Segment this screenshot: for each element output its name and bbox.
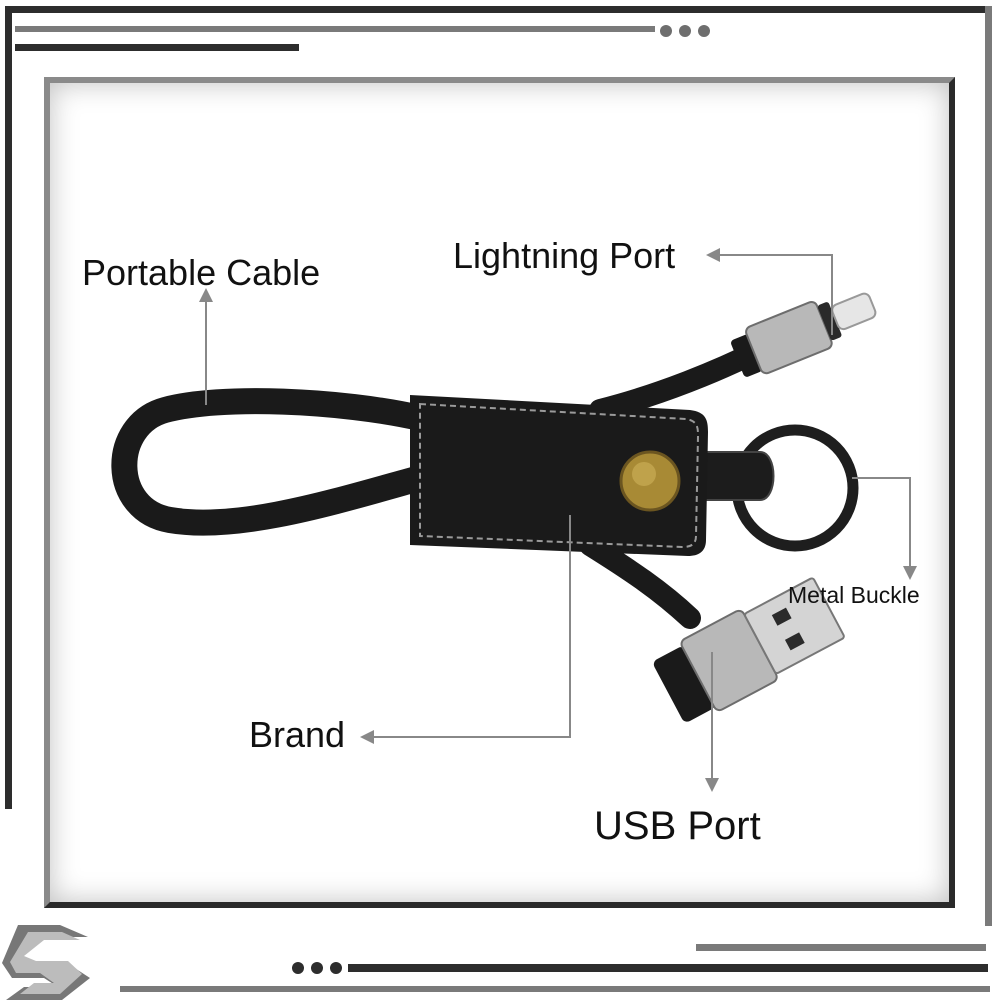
frame-top-bar	[5, 6, 990, 13]
lightning-connector-icon	[731, 292, 877, 377]
usb-connector-icon	[653, 577, 845, 722]
frame-bottom-bar	[348, 964, 988, 972]
frame-dot	[660, 25, 672, 37]
frame-dot	[292, 962, 304, 974]
frame-right-bar	[985, 6, 992, 926]
frame-left-bar	[5, 6, 12, 809]
frame-bottom-base-bar	[120, 986, 990, 992]
label-usb-port: USB Port	[594, 804, 761, 848]
frame-dot	[330, 962, 342, 974]
label-brand: Brand	[249, 714, 346, 755]
label-lightning-port: Lightning Port	[453, 235, 676, 276]
label-metal-buckle: Metal Buckle	[788, 582, 920, 608]
frame-top-short-bar	[15, 44, 299, 51]
leather-strap	[410, 395, 708, 556]
frame-dot	[311, 962, 323, 974]
label-portable-cable: Portable Cable	[82, 252, 321, 293]
frame-dot	[698, 25, 710, 37]
frame-bottom-gray-bar	[696, 944, 986, 951]
frame-top-gray-bar	[15, 26, 655, 32]
frame-dot	[679, 25, 691, 37]
